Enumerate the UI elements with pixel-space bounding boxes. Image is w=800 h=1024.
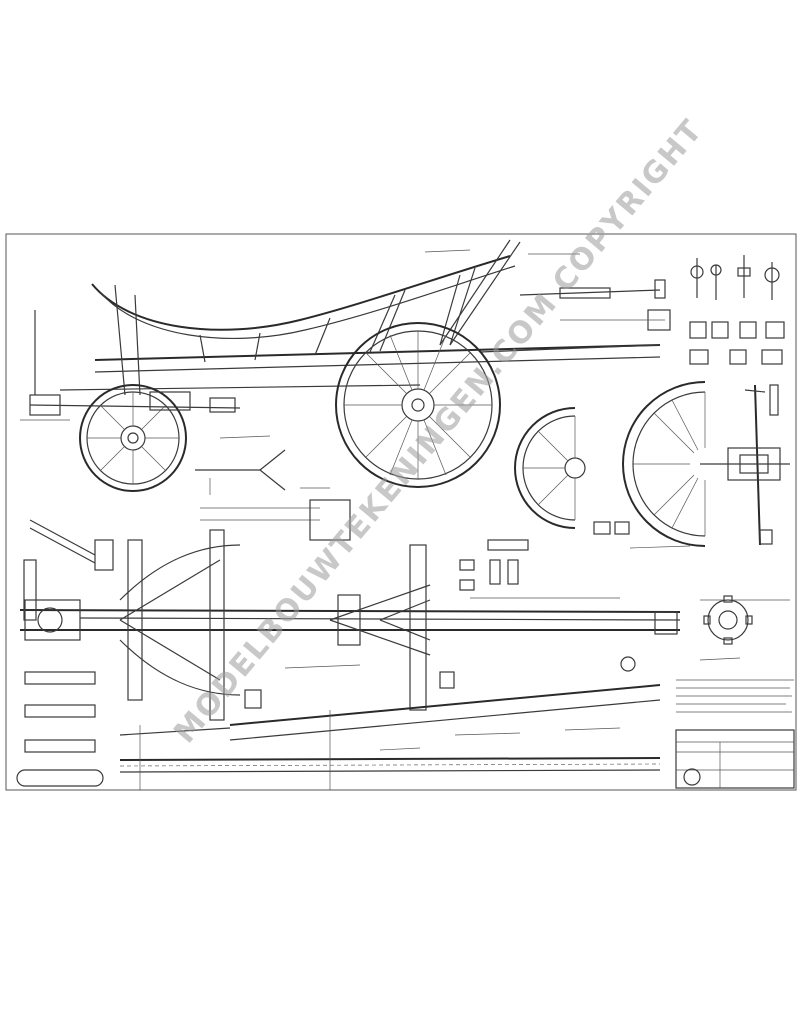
drawing-border: [5, 233, 797, 791]
title-block-notes: [676, 679, 794, 713]
hardware-details: [560, 255, 785, 365]
hub-teeth: [703, 595, 753, 645]
cart-side-view: [20, 239, 661, 492]
rear-wheel-spokes: [87, 392, 179, 484]
cart-plan-view: [19, 499, 790, 721]
linkage-detail: [195, 449, 286, 495]
title-block: [675, 679, 795, 789]
annotation-scribbles: [219, 249, 741, 751]
front-wheel-spokes: [344, 331, 492, 479]
wheel-detail-views: [514, 381, 790, 547]
parts-strips: [16, 656, 661, 790]
